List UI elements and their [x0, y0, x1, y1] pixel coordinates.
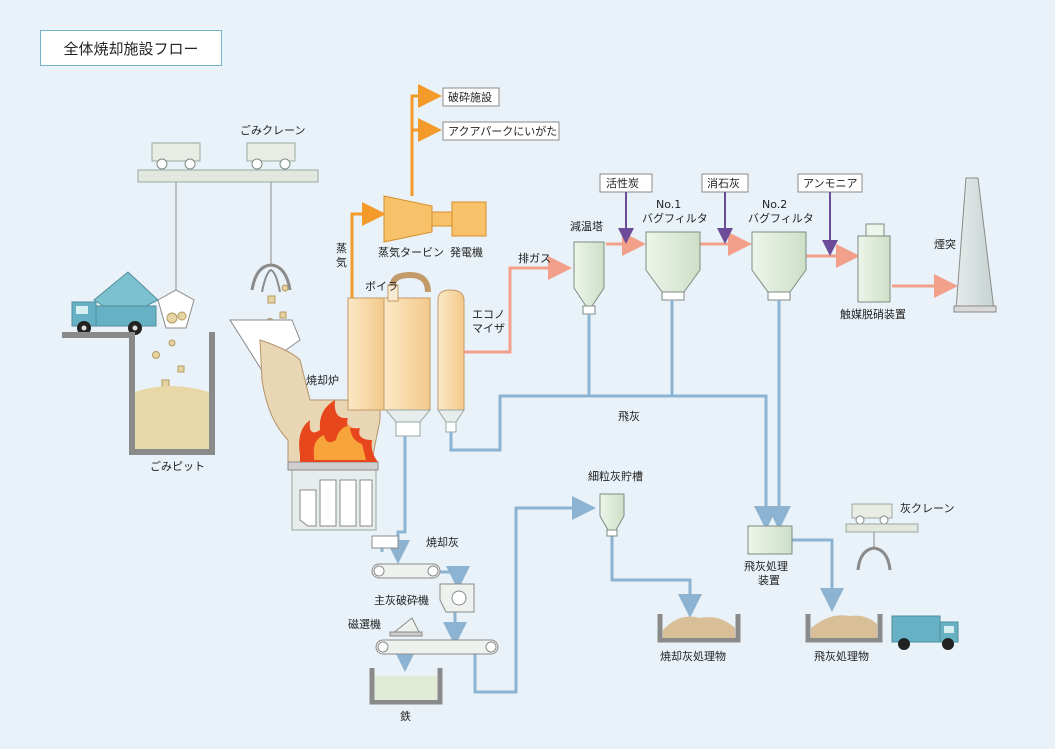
- catalytic-denitration-label: 触媒脱硝装置: [840, 307, 906, 321]
- fly-ash-product-label: 飛灰処理物: [814, 649, 869, 663]
- aqua-park-box: [442, 121, 560, 141]
- steam-label-2: 気: [336, 255, 347, 269]
- bag-filter-2-label: バグフィルタ: [748, 211, 814, 225]
- fly-ash-treatment-label-2: 装置: [758, 574, 780, 587]
- flame-icon: [299, 400, 378, 462]
- crane-grab-icon: [157, 263, 292, 329]
- ash-crane: 灰クレーン: [845, 501, 954, 571]
- bag-filter-1-no: No.1: [656, 198, 681, 211]
- steam-turbine-label: 蒸気タービン: [378, 245, 444, 259]
- steam-turbine: 蒸気タービン 発電機: [378, 195, 487, 259]
- cooling-tower: 減温塔: [570, 219, 605, 315]
- garbage-crane-label: ごみクレーン: [240, 123, 305, 137]
- gas-lines: [464, 232, 958, 354]
- activated-carbon-label: 活性炭: [606, 176, 639, 190]
- crushing-facility-label: 破砕施設: [448, 90, 492, 104]
- slaked-lime-label: 消石灰: [707, 176, 740, 190]
- boiler-label: ボイラ: [365, 280, 398, 293]
- fine-ash-tank-label: 細粒灰貯槽: [588, 469, 643, 483]
- bag-filter-2-no: No.2: [762, 198, 787, 211]
- magnetic-separator: 磁選機: [348, 617, 423, 637]
- steam-label-1: 蒸: [336, 242, 347, 255]
- dump-truck-icon: [71, 271, 159, 335]
- ammonia-label: アンモニア: [803, 177, 858, 190]
- incineration-ash-label: 焼却灰: [426, 535, 459, 549]
- ash-conveyor-1: [371, 563, 441, 579]
- ash-discharge: [371, 535, 399, 549]
- steam-lines: [350, 84, 442, 298]
- fly-ash-product: 飛灰処理物: [805, 614, 883, 663]
- economizer-label-1: エコノ: [472, 308, 505, 321]
- exhaust-gas-label: 排ガス: [518, 251, 551, 265]
- aqua-park-label: アクアパークにいがた: [448, 124, 557, 138]
- magnetic-separator-label: 磁選機: [348, 617, 381, 631]
- iron-bin: 鉄: [369, 668, 443, 723]
- fly-ash-treatment: 飛灰処理 装置: [744, 525, 793, 587]
- ash-crane-label: 灰クレーン: [900, 501, 954, 515]
- bag-filter-1-label: バグフィルタ: [642, 211, 708, 225]
- garbage-pit: ごみピット: [62, 332, 215, 473]
- ash-truck-icon: [891, 615, 959, 650]
- incinerator-label: 焼却炉: [306, 374, 339, 387]
- incineration-ash-product: 焼却灰処理物: [657, 614, 741, 663]
- economizer-label-2: マイザ: [472, 322, 505, 335]
- page-title: 全体焼却施設フロー: [40, 30, 222, 66]
- fine-ash-tank: 細粒灰貯槽: [588, 469, 643, 537]
- catalytic-denitration: 触媒脱硝装置: [840, 223, 906, 321]
- ash-conveyor-2: [375, 639, 499, 655]
- chimney-label: 煙突: [934, 237, 956, 251]
- generator-label: 発電機: [450, 245, 483, 259]
- bag-filter-1: No.1 バグフィルタ: [642, 198, 708, 301]
- cooling-tower-label: 減温塔: [570, 219, 603, 233]
- bag-filter-2: No.2 バグフィルタ: [748, 198, 814, 301]
- iron-label: 鉄: [400, 709, 411, 723]
- crushing-facility-box: [442, 87, 500, 107]
- chimney: 煙突: [934, 177, 997, 313]
- economizer: エコノ マイザ: [437, 289, 505, 433]
- main-ash-crusher-label: 主灰破砕機: [374, 593, 429, 607]
- incineration-ash-product-label: 焼却灰処理物: [660, 649, 726, 663]
- main-ash-crusher: 主灰破砕機: [374, 583, 475, 613]
- garbage-pit-label: ごみピット: [150, 459, 205, 473]
- fly-ash-treatment-label-1: 飛灰処理: [744, 559, 788, 573]
- chemical-inputs: 活性炭 消石灰 アンモニア: [599, 173, 863, 256]
- boiler: ボイラ: [347, 271, 432, 437]
- fly-ash-label: 飛灰: [618, 409, 640, 423]
- garbage-crane: ごみクレーン: [137, 123, 319, 290]
